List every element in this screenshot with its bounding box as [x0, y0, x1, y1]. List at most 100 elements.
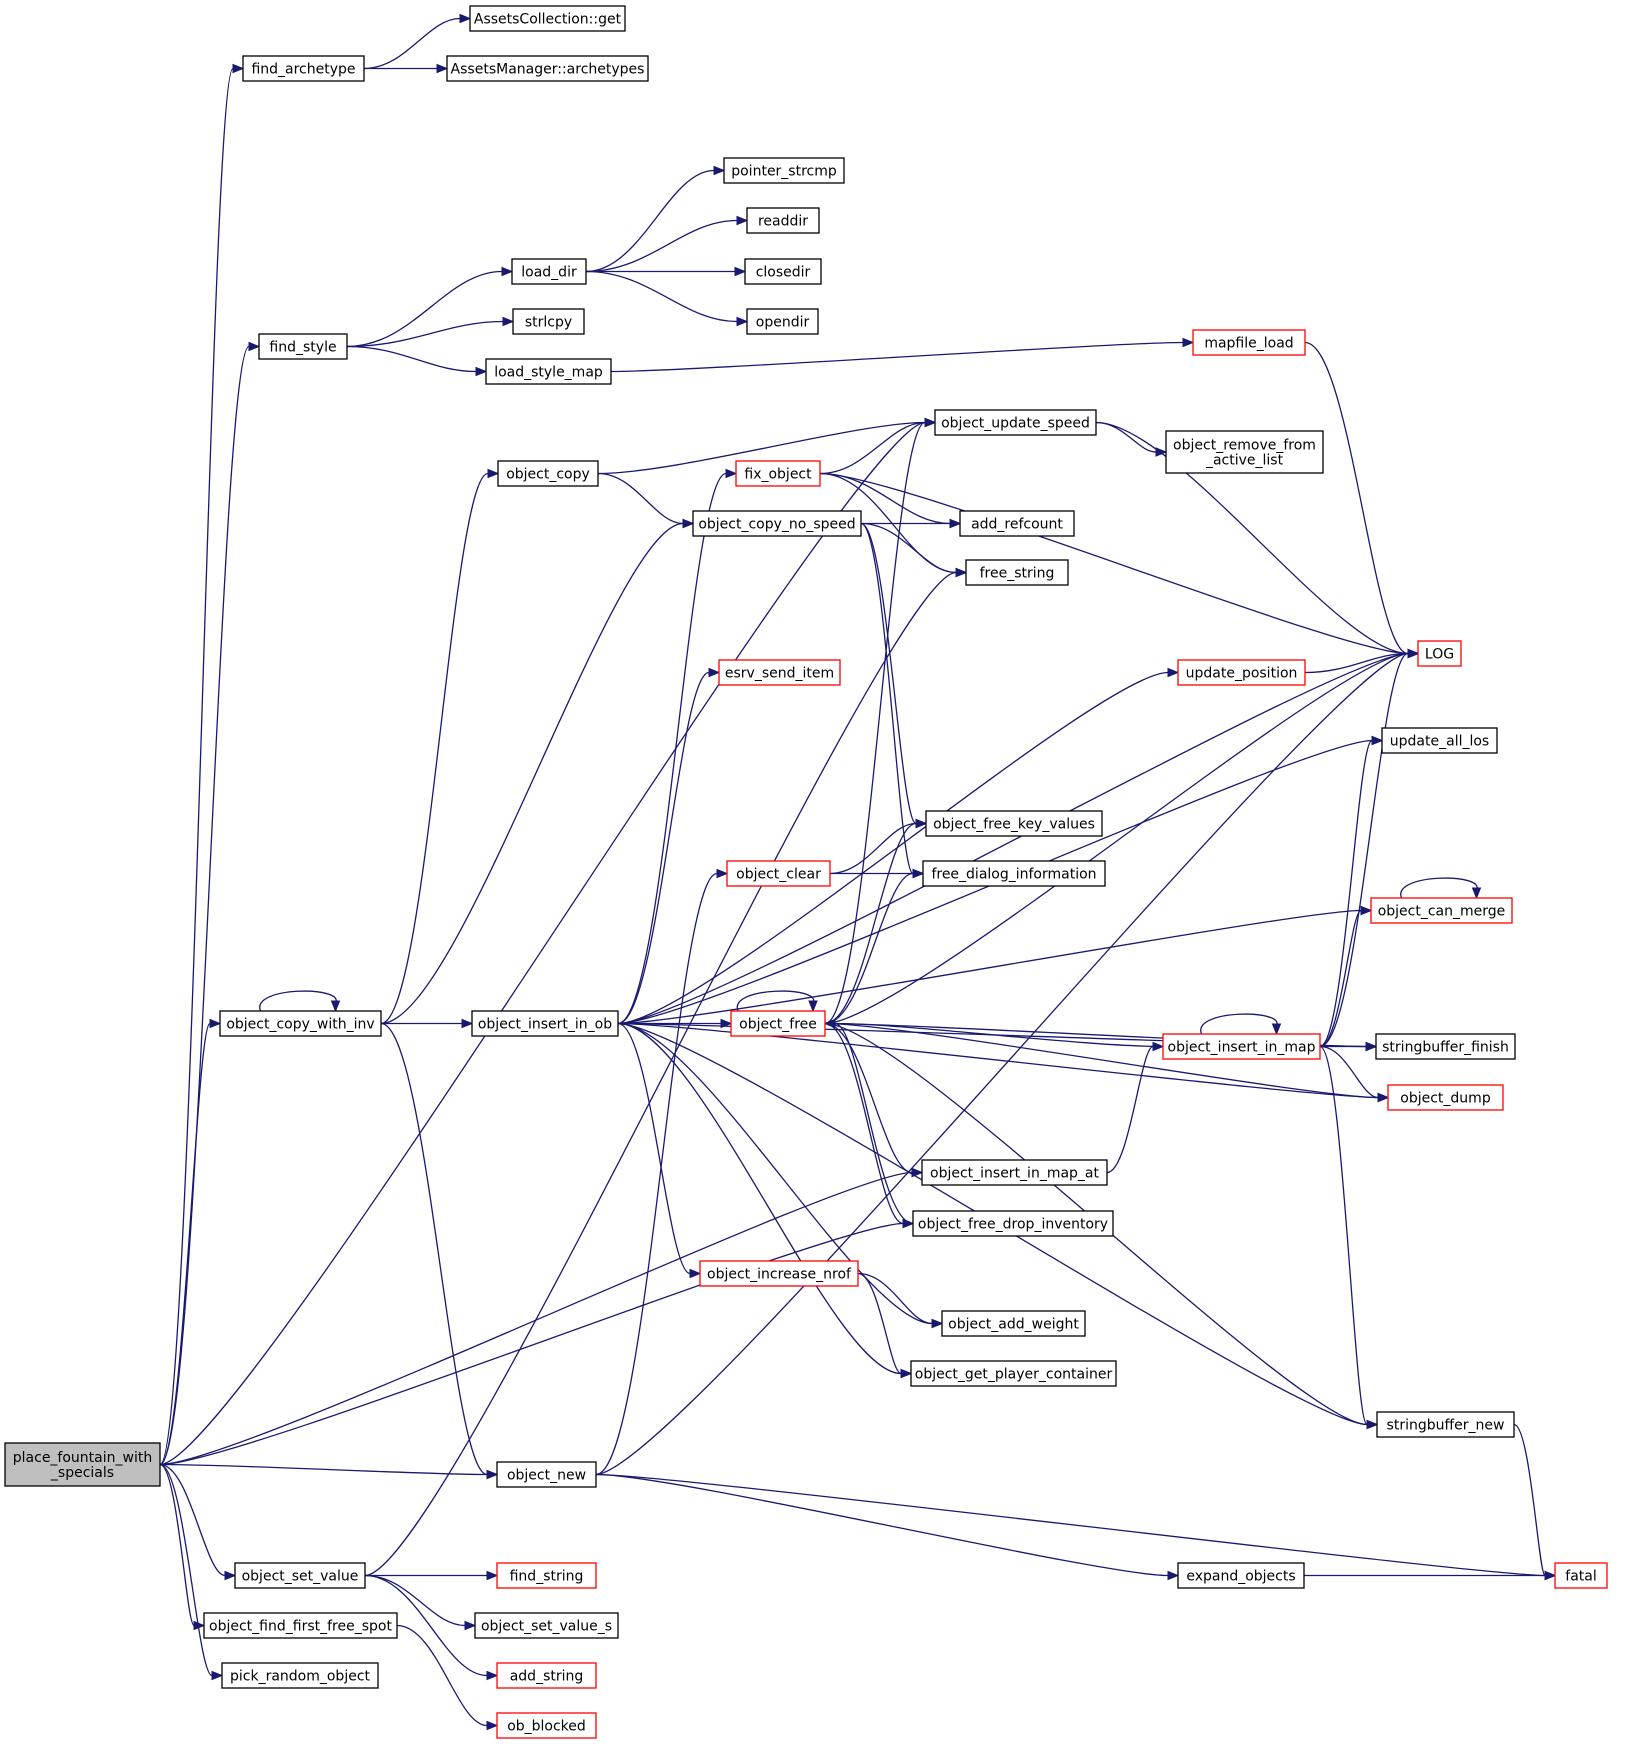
node-find-archetype[interactable]: find_archetype [242, 55, 365, 82]
edge-arrowhead [713, 165, 726, 176]
edge-object-insert-in-map-to-object-free [823, 1018, 1164, 1048]
edge-expand-objects-to-fatal [1303, 1570, 1557, 1581]
node-mapfile-load[interactable]: mapfile_load [1192, 329, 1306, 356]
edge-line [159, 1463, 488, 1476]
edge-object-insert-in-ob-to-object-get-player-container [617, 1022, 913, 1379]
node-object-add-weight[interactable]: object_add_weight [941, 1310, 1086, 1337]
node-stringbuffer-new[interactable]: stringbuffer_new [1376, 1411, 1515, 1438]
node-object-set-value-s[interactable]: object_set_value_s [474, 1612, 619, 1639]
edge-arrowhead [1366, 1419, 1379, 1430]
node-free-string[interactable]: free_string [965, 559, 1069, 586]
node-object-free-key-values[interactable]: object_free_key_values [925, 810, 1103, 837]
node-add-string[interactable]: add_string [496, 1662, 597, 1689]
node-object-dump[interactable]: object_dump [1387, 1084, 1504, 1111]
node-label: update_position [1186, 666, 1298, 682]
node-label: find_archetype [251, 62, 355, 78]
node-box [219, 1010, 382, 1037]
edge-line [617, 1022, 933, 1325]
edge-object-free-to-object-insert-in-map-at [824, 1022, 924, 1178]
node-stringbuffer-finish[interactable]: stringbuffer_finish [1375, 1033, 1516, 1060]
edge-object-increase-nrof-to-object-get-player-container [857, 1272, 913, 1379]
edge-line [585, 270, 738, 323]
node-box [746, 207, 820, 234]
node-free-dialog-information[interactable]: free_dialog_information [922, 860, 1106, 887]
edge-line [1200, 1013, 1278, 1035]
edge-object-insert-in-map-to-object-insert-in-map [1200, 1013, 1282, 1036]
edge-line [1106, 1045, 1154, 1174]
edge-arrowhead [924, 417, 937, 428]
node-object-set-value[interactable]: object_set_value [234, 1562, 366, 1589]
node-update-all-los[interactable]: update_all_los [1381, 727, 1498, 754]
node-object-copy[interactable]: object_copy [497, 460, 599, 487]
node-box [234, 1562, 366, 1589]
node-esrv-send-item[interactable]: esrv_send_item [718, 659, 841, 686]
node-fix-object[interactable]: fix_object [735, 460, 821, 487]
node-object-insert-in-ob[interactable]: object_insert_in_ob [471, 1010, 619, 1037]
edge-arrowhead [1152, 1041, 1165, 1052]
edge-object-insert-in-map-to-stringbuffer-new [1319, 1045, 1379, 1430]
node-object-copy-no-speed[interactable]: object_copy_no_speed [692, 510, 862, 537]
node-object-find-first-free-spot[interactable]: object_find_first_free_spot [203, 1612, 398, 1639]
node-find-string[interactable]: find_string [496, 1562, 597, 1589]
edge-line [617, 1022, 1379, 1099]
node-box [497, 460, 599, 487]
edge-find-style-to-load-dir [346, 266, 514, 348]
edge-arrowhead [689, 1268, 702, 1279]
node-object-can-merge[interactable]: object_can_merge [1370, 897, 1513, 924]
node-closedir[interactable]: closedir [744, 258, 822, 285]
node-box [699, 1260, 859, 1287]
node-object-free[interactable]: object_free [730, 1010, 826, 1037]
node-strlcpy[interactable]: strlcpy [512, 308, 585, 335]
node-box [496, 1712, 597, 1739]
edge-line [860, 522, 957, 574]
edge-load-dir-to-readdir [585, 215, 749, 273]
node-assets-get[interactable]: AssetsCollection::get [469, 5, 626, 32]
node-opendir[interactable]: opendir [746, 308, 819, 335]
edge-arrowhead [436, 63, 449, 74]
node-object-insert-in-map-at[interactable]: object_insert_in_map_at [921, 1159, 1108, 1186]
node-object-remove-from-active-list[interactable]: object_remove_from_active_list [1165, 430, 1324, 474]
edge-line [824, 1022, 1379, 1099]
node-readdir[interactable]: readdir [746, 207, 820, 234]
node-label: update_all_los [1390, 734, 1489, 750]
node-object-get-player-container[interactable]: object_get_player_container [910, 1360, 1117, 1387]
node-box [1387, 1084, 1504, 1111]
node-object-copy-with-inv[interactable]: object_copy_with_inv [219, 1010, 382, 1037]
node-log[interactable]: LOG [1417, 640, 1462, 667]
node-pick-random-object[interactable]: pick_random_object [221, 1662, 379, 1689]
node-ob-blocked[interactable]: ob_blocked [496, 1712, 597, 1739]
edge-object-copy-no-speed-to-free-string [860, 522, 968, 578]
node-box [1370, 897, 1513, 924]
node-load-style-map[interactable]: load_style_map [485, 358, 612, 385]
edge-line [1095, 421, 1157, 453]
edge-object-free-to-object-free-key-values [824, 818, 928, 1025]
node-update-position[interactable]: update_position [1177, 659, 1306, 686]
node-object-clear[interactable]: object_clear [726, 860, 831, 887]
node-object-insert-in-map[interactable]: object_insert_in_map [1162, 1033, 1321, 1060]
node-box [1192, 329, 1306, 356]
node-label: object_can_merge [1378, 904, 1506, 920]
node-pointer-strcmp[interactable]: pointer_strcmp [723, 157, 845, 184]
node-find-style[interactable]: find_style [258, 333, 348, 360]
node-fatal[interactable]: fatal [1554, 1562, 1608, 1589]
edge-line [396, 1624, 488, 1727]
node-label: stringbuffer_finish [1382, 1040, 1509, 1056]
edge-find-style-to-load-style-map [346, 345, 488, 377]
edge-arrowhead [1407, 648, 1420, 659]
node-root[interactable]: place_fountain_with_specials [4, 1442, 161, 1487]
node-load-dir[interactable]: load_dir [511, 258, 587, 285]
edge-object-free-to-free-dialog-information [824, 868, 925, 1025]
edge-arrowhead [823, 1018, 836, 1029]
node-expand-objects[interactable]: expand_objects [1177, 1562, 1305, 1589]
node-object-increase-nrof[interactable]: object_increase_nrof [699, 1260, 859, 1287]
node-object-new[interactable]: object_new [496, 1461, 597, 1488]
node-object-free-drop-inventory[interactable]: object_free_drop_inventory [912, 1210, 1114, 1237]
edge-line [1095, 421, 1409, 655]
edge-object-find-first-free-spot-to-ob-blocked [396, 1624, 499, 1731]
edge-object-insert-in-map-at-to-object-insert-in-map [1106, 1041, 1165, 1174]
node-object-update-speed[interactable]: object_update_speed [934, 409, 1097, 436]
node-box [1165, 430, 1324, 474]
node-add-refcount[interactable]: add_refcount [959, 510, 1075, 537]
node-assets-arch[interactable]: AssetsManager::archetypes [446, 55, 649, 82]
